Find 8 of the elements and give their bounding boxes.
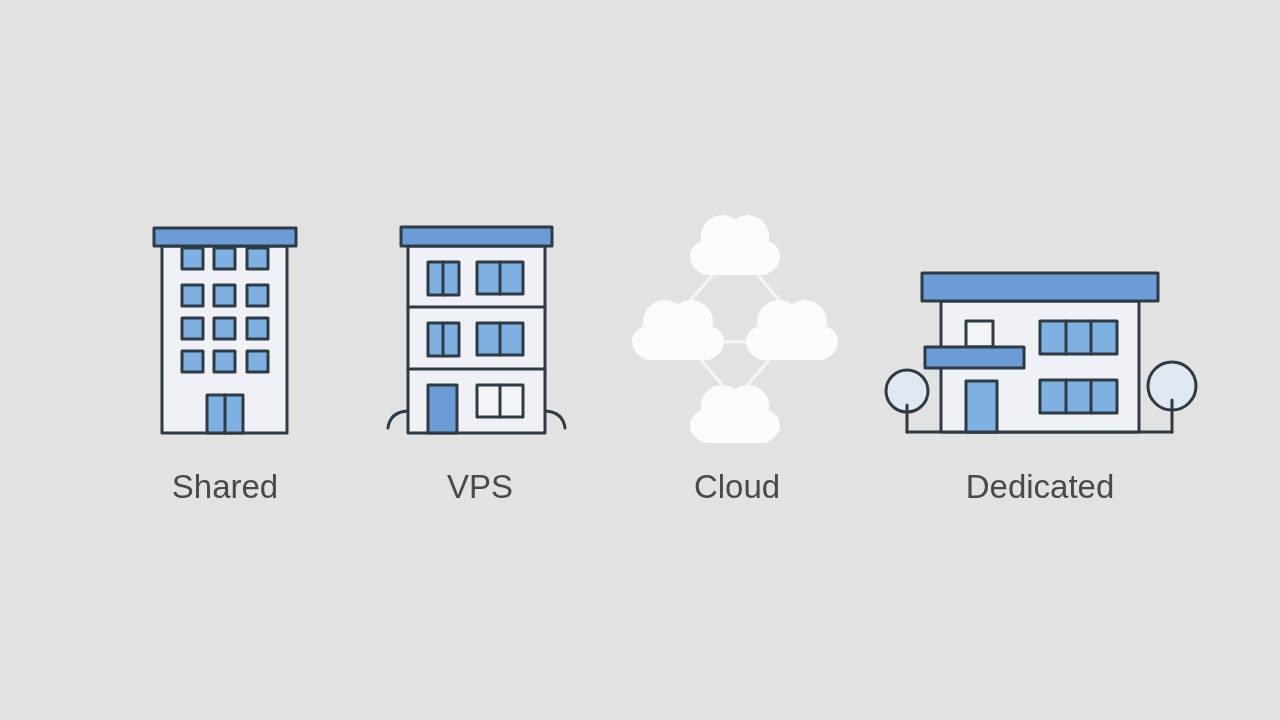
caption: Dedicated [965, 470, 1115, 503]
connector-line [689, 274, 714, 301]
caption: VPS [447, 470, 513, 503]
connector-line [699, 359, 724, 386]
connector-line [746, 359, 771, 386]
caption: Cloud [693, 470, 781, 503]
connector-line [756, 274, 781, 301]
caption: Shared [171, 470, 279, 503]
